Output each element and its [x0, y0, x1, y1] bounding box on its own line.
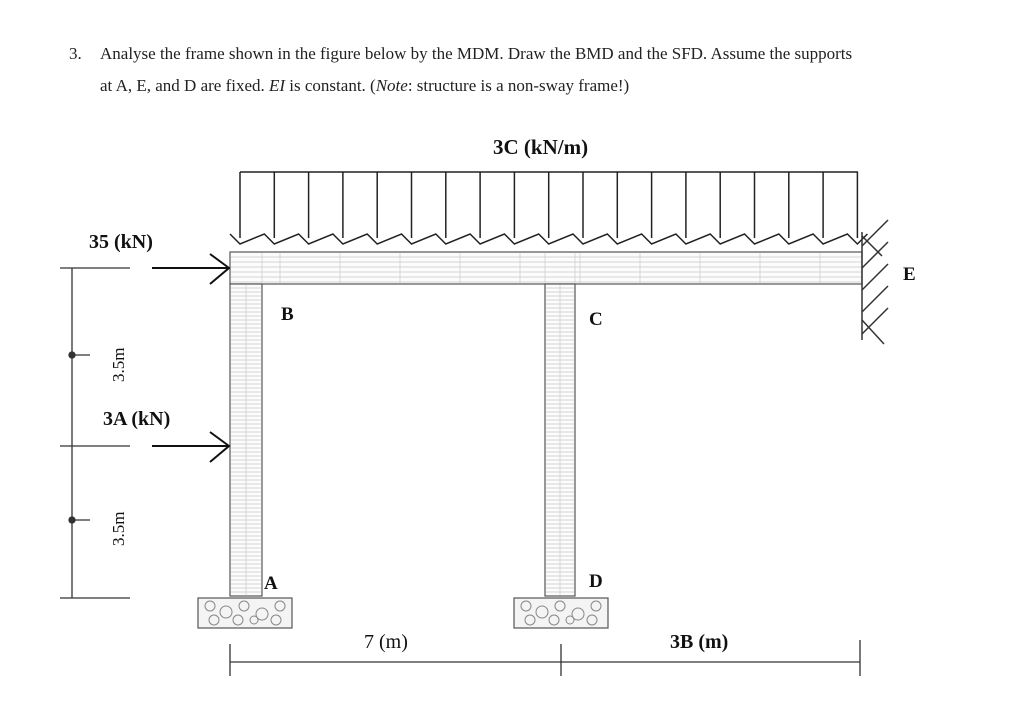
support-e-hatch — [861, 219, 889, 345]
column-cd-hatch — [546, 285, 574, 595]
lower-height-label: 3.5m — [109, 512, 128, 546]
question-number: 3. — [69, 44, 82, 63]
upper-height-label: 3.5m — [109, 348, 128, 382]
mid-point-load-label: 3A (kN) — [103, 408, 170, 430]
question-line-2-b: is constant. ( — [285, 76, 376, 95]
question-ei: EI — [269, 76, 286, 95]
udl-label: 3C (kN/m) — [493, 135, 588, 159]
node-a-label: A — [264, 573, 278, 594]
question-line-2-c: : structure is a non-sway frame!) — [407, 76, 630, 95]
top-point-load-label: 35 (kN) — [89, 231, 153, 253]
node-d-label: D — [589, 571, 603, 592]
column-ab — [229, 283, 263, 597]
udl-arrows — [239, 172, 859, 238]
mid-point-load — [152, 431, 231, 463]
beam-hatch — [231, 253, 861, 283]
node-c-label: C — [589, 309, 603, 330]
span-c-e-label: 3B (m) — [670, 631, 728, 653]
support-e — [861, 219, 889, 345]
question-note: Note — [375, 76, 408, 95]
column-cd — [544, 283, 576, 597]
question-line-2-a: at A, E, and D are fixed. — [100, 76, 269, 95]
distributed-load — [229, 171, 868, 246]
support-d — [513, 597, 609, 629]
span-ab-c-label: 7 (m) — [364, 631, 408, 653]
vertical-dimension — [60, 267, 130, 599]
column-ab-hatch — [231, 285, 261, 595]
node-e-label: E — [903, 264, 916, 285]
question-line-1: Analyse the frame shown in the figure be… — [100, 44, 853, 63]
beam — [229, 251, 863, 285]
question-line-2: at A, E, and D are fixed. EI is constant… — [100, 76, 629, 96]
udl-arrowheads — [229, 233, 868, 246]
node-b-label: B — [281, 304, 294, 325]
top-point-load — [152, 253, 231, 285]
support-a — [197, 597, 293, 629]
horizontal-dimension — [229, 640, 861, 676]
